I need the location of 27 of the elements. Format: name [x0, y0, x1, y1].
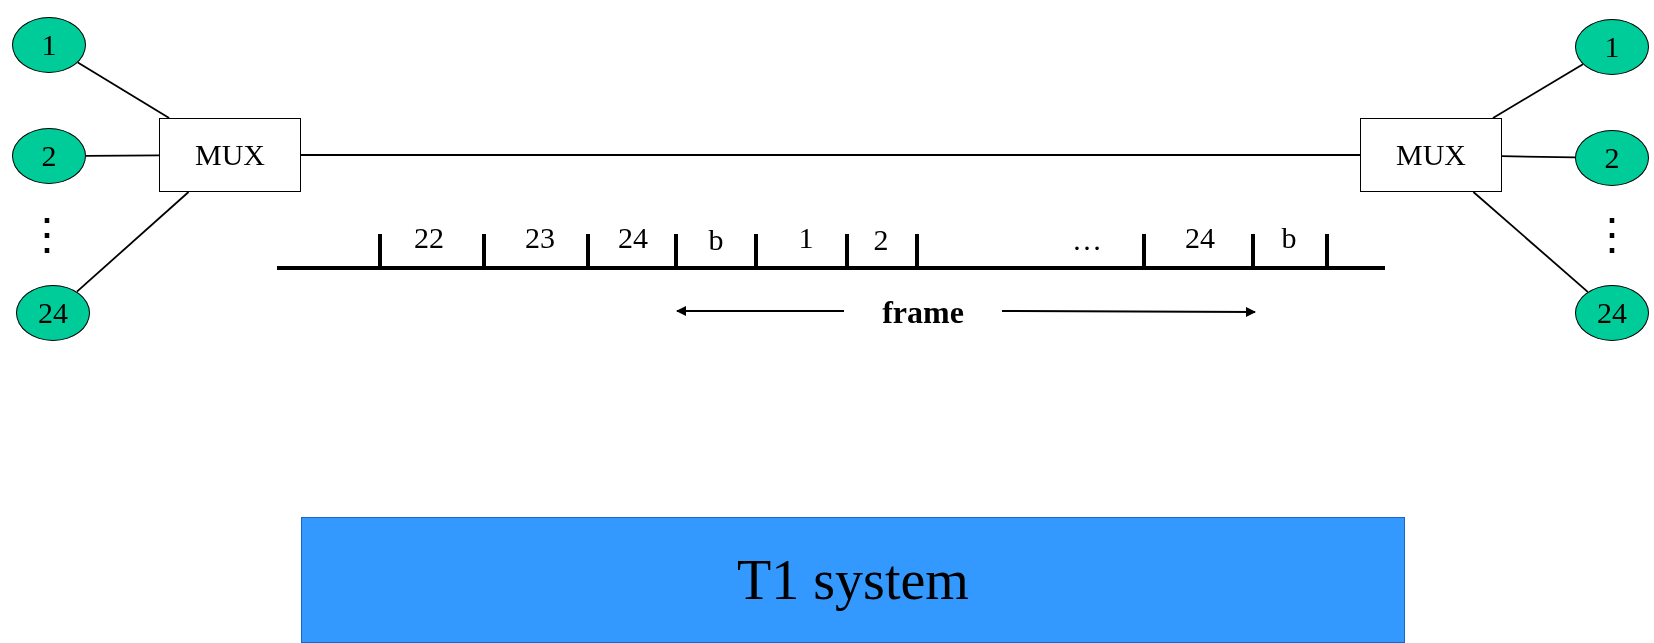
system-banner: T1 system: [301, 517, 1405, 643]
channel-ellipse: 1: [1575, 19, 1649, 75]
multiplexer-box: MUX: [1360, 118, 1502, 192]
slot-number: 23: [525, 221, 555, 255]
framing-bit-label: b: [708, 223, 724, 257]
channel-ellipse: 2: [12, 128, 86, 184]
connector-line: [85, 154, 160, 157]
slot-number: 2: [873, 223, 889, 257]
channel-ellipse: 24: [16, 285, 90, 341]
ellipsis-mark: ⋮: [25, 209, 69, 260]
ellipsis-mark: ⋮: [1590, 209, 1634, 260]
slot-number: 24: [1185, 221, 1215, 255]
connector-line: [1472, 191, 1589, 293]
slot-number: 24: [618, 221, 648, 255]
frame-label: frame: [882, 293, 964, 331]
slot-number: 1: [798, 221, 814, 255]
channel-ellipse: 1: [12, 17, 86, 73]
channel-ellipse: 24: [1575, 285, 1649, 341]
multiplexer-box: MUX: [159, 118, 301, 192]
slot-number: 22: [414, 221, 444, 255]
connector-line: [76, 191, 190, 293]
ellipsis-mark: …: [1072, 223, 1102, 257]
connector-line: [300, 154, 1361, 156]
framing-bit-label: b: [1281, 221, 1297, 255]
connector-line: [1492, 63, 1584, 119]
connector-line: [1501, 155, 1576, 159]
channel-ellipse: 2: [1575, 130, 1649, 186]
